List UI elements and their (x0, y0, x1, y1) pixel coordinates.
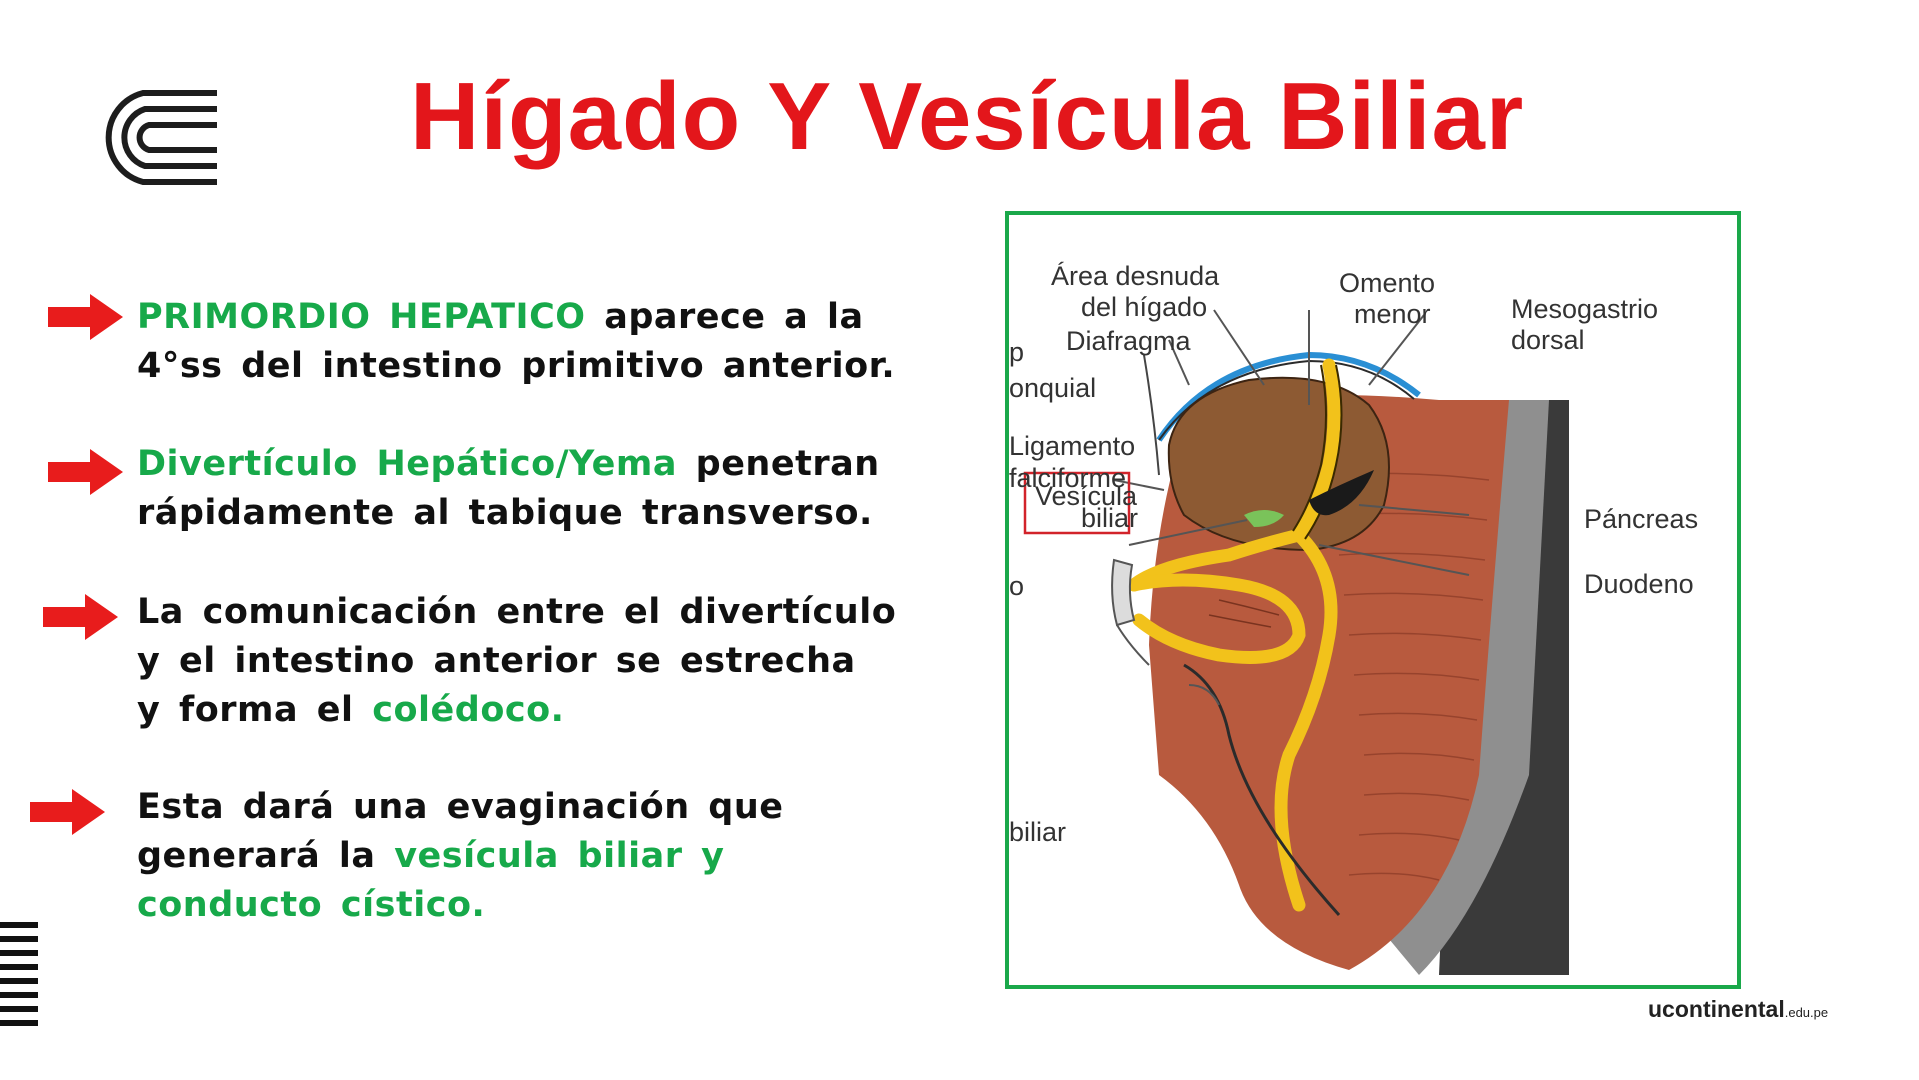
brand-name: ucontinental (1648, 996, 1785, 1022)
bullet-highlight: vesícula biliar y conducto cístico. (137, 836, 725, 925)
bullet-body: Esta dará una evaginación que generará l… (137, 787, 784, 876)
bullet-text: Esta dará una evaginación que generará l… (137, 783, 897, 930)
label-omento: Omento (1339, 268, 1435, 298)
label-pancreas: Páncreas (1584, 504, 1698, 534)
label-duodeno: Duodeno (1584, 569, 1694, 599)
label-ligamento-2: falciforme (1009, 463, 1126, 493)
slide-title: Hígado Y Vesícula Biliar (410, 63, 1525, 170)
right-arrow-icon (48, 449, 123, 495)
bullet-text: PRIMORDIO HEPATICO aparece a la 4°ss del… (137, 293, 897, 391)
bullet-highlight: Divertículo Hepático/Yema (137, 444, 677, 484)
right-arrow-icon (30, 789, 105, 835)
bullet-highlight: colédoco. (372, 690, 565, 730)
embryo-figure: Área desnuda del hígado Omento menor Mes… (1005, 211, 1741, 989)
label-vesicula: Vesícula (1035, 481, 1138, 511)
label-bronquial: onquial (1009, 373, 1096, 403)
label-edge-p: p (1009, 337, 1024, 367)
label-vesicula-2: biliar (1081, 503, 1138, 533)
right-arrow-icon (43, 594, 118, 640)
embryo-diagram: Área desnuda del hígado Omento menor Mes… (1009, 261, 1698, 975)
label-edge-o: o (1009, 571, 1024, 601)
right-arrow-icon (48, 294, 123, 340)
menu-lines-icon (0, 922, 38, 1026)
label-diafragma: Diafragma (1066, 326, 1192, 356)
bullet-highlight: PRIMORDIO HEPATICO (137, 297, 586, 337)
bullet-body: aparece a la 4°ss del intestino primitiv… (137, 297, 896, 386)
label-mesogastrio: Mesogastrio (1511, 294, 1658, 324)
label-area-desnuda: Área desnuda (1051, 261, 1220, 291)
label-area-desnuda-2: del hígado (1081, 292, 1207, 322)
label-mesogastrio-2: dorsal (1511, 325, 1585, 355)
label-ligamento: Ligamento (1009, 431, 1135, 461)
bullet-body: penetran rápidamente al tabique transver… (137, 444, 880, 533)
label-omento-2: menor (1354, 299, 1431, 329)
footer-brand: ucontinental.edu.pe (1648, 996, 1828, 1023)
bullet-body: La comunicación entre el divertículo y e… (137, 592, 897, 730)
label-biliar: biliar (1009, 817, 1066, 847)
bullet-text: Divertículo Hepático/Yema penetran rápid… (137, 440, 897, 538)
continental-logo-icon (105, 90, 217, 185)
bullet-text: La comunicación entre el divertículo y e… (137, 588, 897, 735)
brand-suffix: .edu.pe (1784, 1005, 1829, 1020)
